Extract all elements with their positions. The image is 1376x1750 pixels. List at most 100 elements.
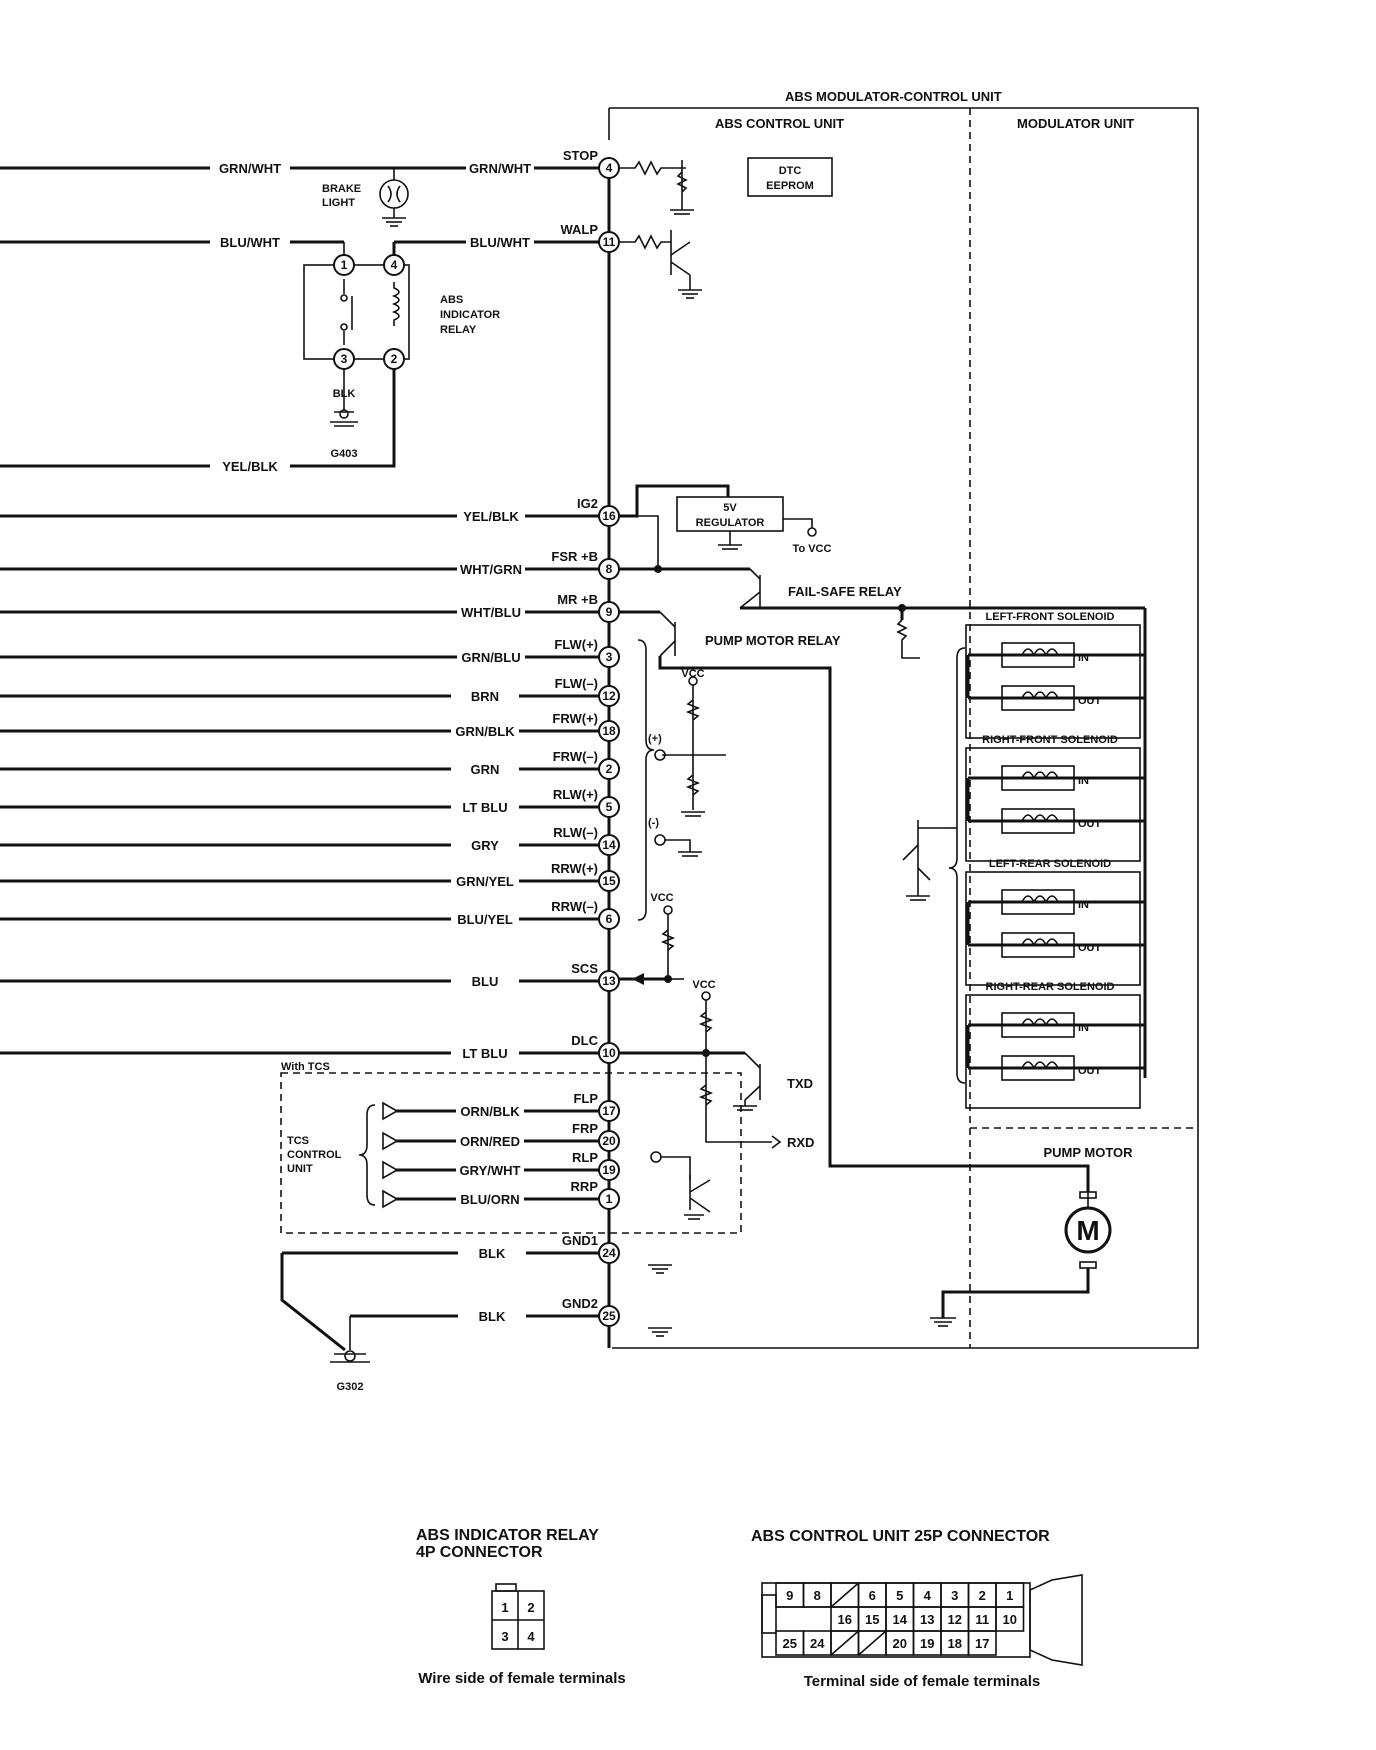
- connector-pin-number: 6: [869, 1588, 876, 1603]
- svg-text:1: 1: [501, 1600, 508, 1615]
- connector-pin: [598, 1188, 620, 1210]
- svg-text:4P CONNECTOR: 4P CONNECTOR: [416, 1544, 543, 1561]
- abs-modulator-control-unit-box: ABS MODULATOR-CONTROL UNIT ABS CONTROL U…: [608, 89, 1199, 1349]
- out-label: OUT: [1078, 1065, 1102, 1077]
- connector-pin-number: 10: [1003, 1612, 1017, 1627]
- pin-number: 13: [602, 974, 616, 988]
- wire-color-label: WHT/BLU: [461, 605, 521, 620]
- connector-pin: [598, 1100, 620, 1122]
- connector-pin-number: 1: [1006, 1588, 1013, 1603]
- svg-text:PUMP MOTOR: PUMP MOTOR: [1043, 1145, 1133, 1160]
- wire-color-label: BLU/ORN: [460, 1192, 519, 1207]
- connector-pin-number: 14: [893, 1612, 908, 1627]
- connector-pin-number: 4: [924, 1588, 932, 1603]
- wire-color-label: BLK: [479, 1246, 506, 1261]
- solenoid-group: RIGHT-REAR SOLENOID IN OUT: [965, 981, 1145, 1109]
- svg-text:Terminal side of female termin: Terminal side of female terminals: [804, 1673, 1040, 1690]
- connector-pin: [598, 601, 620, 623]
- terminal-rows: GRN/WHTSTOP4BLU/WHTWALP11YEL/BLKIG216WHT…: [0, 148, 1145, 1327]
- svg-text:M: M: [1076, 1215, 1099, 1246]
- connector-pin: [598, 796, 620, 818]
- svg-text:LIGHT: LIGHT: [322, 197, 355, 209]
- wire-color-label: BLK: [479, 1309, 506, 1324]
- tcs-control-unit: With TCS TCS CONTROL UNIT: [280, 1061, 742, 1234]
- solenoid-label: LEFT-REAR SOLENOID: [989, 858, 1111, 870]
- terminal-name: RRW(–): [551, 899, 598, 914]
- harness-wire-label: YEL/BLK: [210, 457, 290, 475]
- connector-pin-number: 19: [920, 1636, 934, 1651]
- wire-color-label: YEL/BLK: [463, 509, 519, 524]
- connector-pin: [598, 1242, 620, 1264]
- svg-text:ABS CONTROL UNIT 25P CONNECTOR: ABS CONTROL UNIT 25P CONNECTOR: [751, 1528, 1050, 1545]
- svg-text:3: 3: [501, 1629, 508, 1644]
- wire-color-label: ORN/RED: [460, 1134, 520, 1149]
- connector-pin: [598, 157, 620, 179]
- svg-text:BLU/WHT: BLU/WHT: [220, 235, 280, 250]
- wire-color-label: GRN/BLK: [455, 724, 515, 739]
- terminal-name: FLW(+): [554, 637, 598, 652]
- connector-pin-number: 9: [786, 1588, 793, 1603]
- connector-pin-number: 5: [896, 1588, 903, 1603]
- svg-text:REGULATOR: REGULATOR: [696, 517, 765, 529]
- terminal-name: RRW(+): [551, 861, 598, 876]
- svg-text:GRN/WHT: GRN/WHT: [219, 161, 281, 176]
- svg-text:VCC: VCC: [650, 892, 673, 904]
- out-label: OUT: [1078, 818, 1102, 830]
- solenoid-label: LEFT-FRONT SOLENOID: [986, 611, 1115, 623]
- svg-text:ABS: ABS: [440, 294, 463, 306]
- svg-text:2: 2: [391, 352, 398, 366]
- connector-pin-number: 20: [893, 1636, 907, 1651]
- solenoid-label: RIGHT-FRONT SOLENOID: [982, 734, 1118, 746]
- modulator-title: MODULATOR UNIT: [1017, 116, 1134, 131]
- terminal-name: FRP: [572, 1121, 598, 1136]
- svg-text:PUMP MOTOR RELAY: PUMP MOTOR RELAY: [705, 633, 841, 648]
- connector-pin-number: 12: [948, 1612, 962, 1627]
- svg-text:Wire side of female terminals: Wire side of female terminals: [418, 1670, 625, 1687]
- pin-number: 19: [602, 1163, 616, 1177]
- in-label: IN: [1078, 1022, 1089, 1034]
- connector-cell: [995, 1606, 1025, 1632]
- svg-text:5V: 5V: [723, 502, 737, 514]
- out-label: OUT: [1078, 942, 1102, 954]
- svg-text:With TCS: With TCS: [281, 1061, 330, 1073]
- connector-pin-number: 24: [810, 1636, 825, 1651]
- internal-circuits: 5V REGULATOR To VCC FAIL-SAFE RELAY PUMP…: [609, 160, 1145, 1337]
- svg-text:DTC: DTC: [779, 165, 802, 177]
- svg-text:CONTROL: CONTROL: [287, 1149, 342, 1161]
- svg-text:G302: G302: [337, 1381, 364, 1393]
- svg-text:1: 1: [341, 258, 348, 272]
- connector-pin-number: 13: [920, 1612, 934, 1627]
- terminal-name: RLW(+): [553, 787, 598, 802]
- wire-color-label: BLU/WHT: [470, 235, 530, 250]
- svg-text:2: 2: [527, 1600, 534, 1615]
- pin-number: 14: [602, 838, 616, 852]
- terminal-name: MR +B: [557, 592, 598, 607]
- wire-color-label: ORN/BLK: [460, 1104, 520, 1119]
- in-label: IN: [1078, 652, 1089, 664]
- wire-color-label: BLU/YEL: [457, 912, 513, 927]
- pin-number: 11: [603, 235, 616, 249]
- harness-wire-label: GRN/WHT: [210, 159, 290, 177]
- connector-pin: [598, 505, 620, 527]
- connector-pin-number: 15: [865, 1612, 879, 1627]
- terminal-name: RLW(–): [553, 825, 598, 840]
- terminal-name: SCS: [571, 961, 598, 976]
- pin-number: 9: [606, 605, 613, 619]
- solenoid-label: RIGHT-REAR SOLENOID: [986, 981, 1115, 993]
- svg-text:TCS: TCS: [287, 1135, 309, 1147]
- terminal-name: GND2: [562, 1296, 598, 1311]
- tcs-output-symbol: [382, 1189, 399, 1209]
- in-label: IN: [1078, 899, 1089, 911]
- wire-color-label: LT BLU: [462, 1046, 507, 1061]
